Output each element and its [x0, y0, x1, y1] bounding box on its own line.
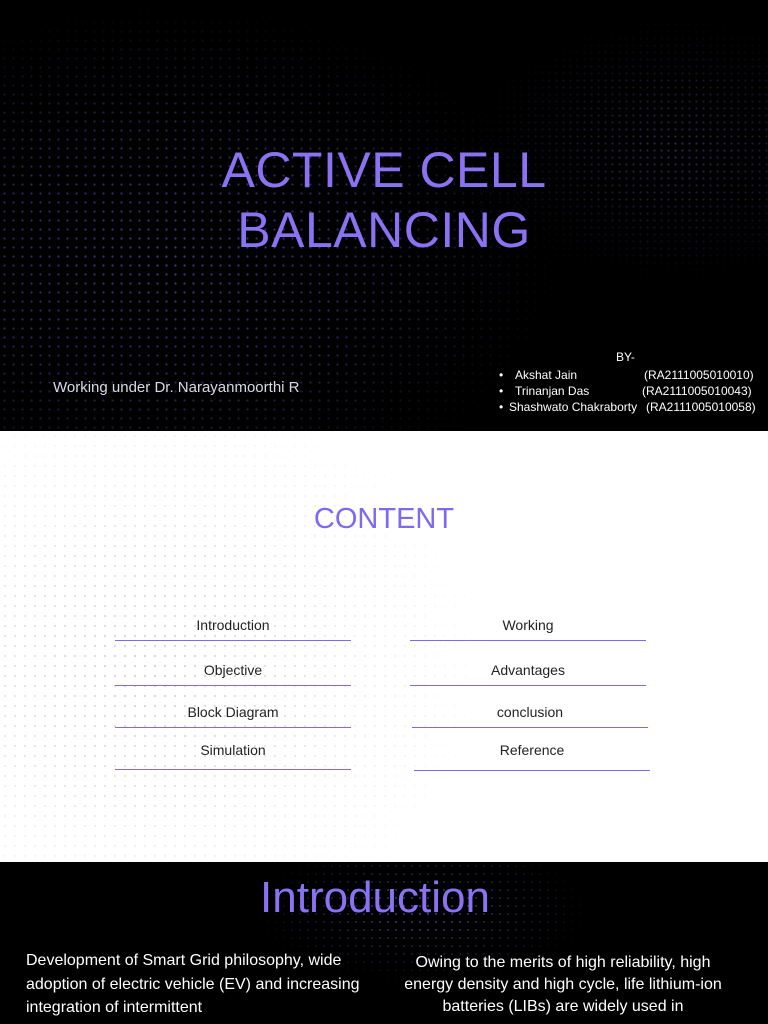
toc-item-reference[interactable]: Reference: [414, 741, 650, 771]
author-name: Trinanjan Das: [515, 384, 590, 398]
toc-label: Simulation: [200, 742, 266, 758]
title-line-1: ACTIVE CELL: [221, 142, 547, 198]
toc-label: Introduction: [196, 617, 270, 633]
dot-pattern-background-right: [0, 0, 768, 431]
introduction-title: Introduction: [260, 873, 490, 922]
author-list: • Akshat Jain (RA2111005010010) • Trinan…: [497, 367, 763, 415]
toc-label: Working: [502, 617, 554, 633]
introduction-slide: Introduction Development of Smart Grid p…: [0, 862, 768, 1024]
content-title: CONTENT: [313, 503, 455, 535]
author-id: (RA2111005010010): [644, 368, 754, 382]
by-label: BY-: [616, 350, 635, 364]
toc-item-objective[interactable]: Objective: [115, 661, 351, 686]
toc-item-simulation[interactable]: Simulation: [115, 741, 351, 770]
author-id: (RA2111005010043): [642, 384, 752, 398]
author-name: Akshat Jain: [515, 368, 578, 382]
toc-label: Advantages: [491, 662, 565, 678]
author-item: • Akshat Jain (RA2111005010010): [497, 367, 757, 383]
toc-item-conclusion[interactable]: conclusion: [412, 703, 648, 728]
toc-item-working[interactable]: Working: [410, 616, 646, 641]
dot-pattern-background: [0, 431, 768, 862]
title-line-2: BALANCING: [237, 202, 531, 258]
author-name: Shashwato Chakraborty: [509, 400, 638, 414]
toc-label: Block Diagram: [187, 704, 279, 720]
toc-item-introduction[interactable]: Introduction: [115, 616, 351, 641]
toc-label: Reference: [499, 742, 565, 758]
dot-pattern-background: [0, 862, 768, 1024]
title-slide: ACTIVE CELL BALANCING Working under Dr. …: [0, 0, 768, 431]
introduction-left-paragraph: Development of Smart Grid philosophy, wi…: [26, 952, 360, 1016]
dot-pattern-background: [0, 0, 768, 431]
toc-label: conclusion: [496, 704, 564, 720]
supervisor-text: Working under Dr. Narayanmoorthi R: [53, 379, 300, 396]
bullet-icon: •: [499, 384, 504, 398]
content-slide: CONTENT Introduction Objective Block Dia…: [0, 431, 768, 862]
author-id: (RA2111005010058): [646, 400, 756, 414]
toc-label: Objective: [203, 662, 263, 678]
bullet-icon: •: [499, 368, 504, 382]
author-item: • Shashwato Chakraborty (RA2111005010058…: [497, 399, 763, 415]
slide-title: ACTIVE CELL BALANCING: [0, 140, 768, 260]
author-item: • Trinanjan Das (RA2111005010043): [497, 383, 757, 399]
introduction-right-paragraph: Owing to the merits of high reliability,…: [404, 954, 722, 1015]
bullet-icon: •: [499, 400, 504, 414]
toc-item-advantages[interactable]: Advantages: [410, 661, 646, 686]
toc-item-block-diagram[interactable]: Block Diagram: [115, 703, 351, 728]
